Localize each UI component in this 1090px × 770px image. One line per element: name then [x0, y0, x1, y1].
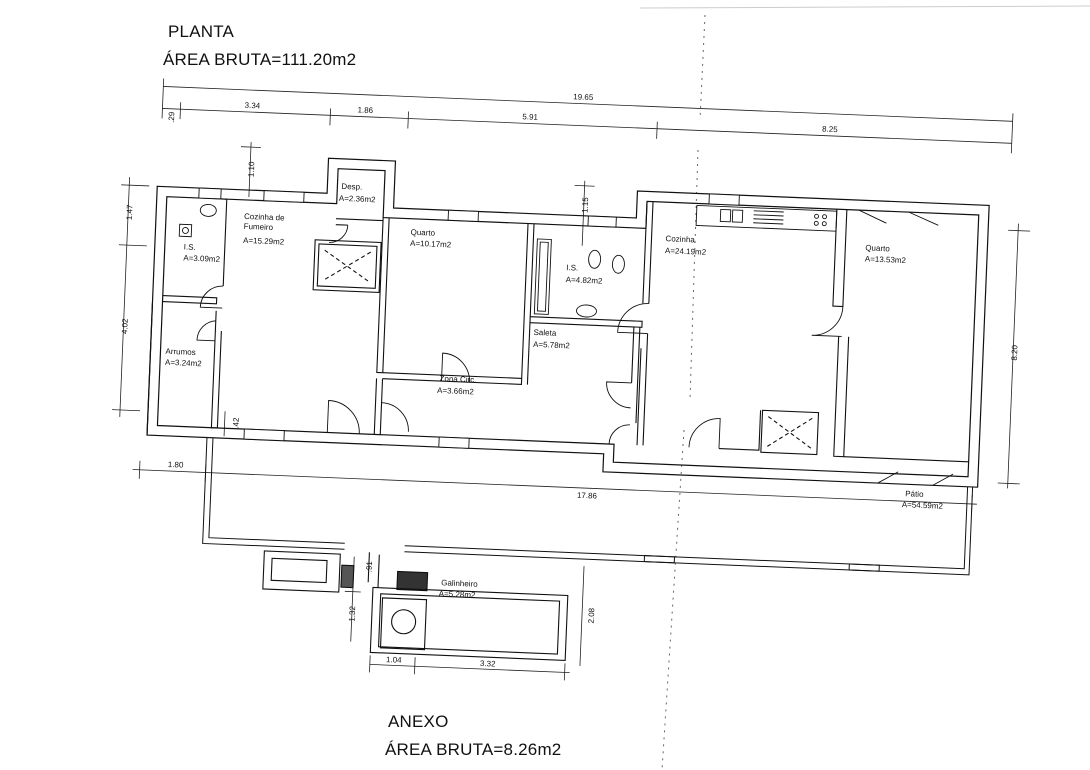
- room-saleta-area: A=5.78m2: [533, 340, 571, 351]
- room-is-left-name: I.S.: [184, 242, 196, 251]
- room-galinheiro-name: Galinheiro: [441, 578, 478, 589]
- dim-180: 1.80: [168, 460, 184, 470]
- sanitary-fixtures: [178, 203, 625, 318]
- annex-drawing: [262, 550, 569, 661]
- interior-walls: [162, 198, 969, 463]
- room-cozinha-area: A=24.19m2: [665, 246, 707, 257]
- room-desp-name: Desp.: [341, 182, 362, 192]
- room-is-mid-name: I.S.: [566, 263, 578, 272]
- plan-title: PLANTA: [168, 22, 235, 41]
- dim-147: 1.47: [125, 204, 135, 220]
- dim-104: 1.04: [386, 655, 402, 665]
- dim-29: .29: [167, 111, 176, 123]
- plan-gross-area: ÁREA BRUTA=111.20m2: [163, 50, 357, 69]
- room-cozinha-fumeiro-area: A=15.29m2: [243, 236, 285, 247]
- room-patio-area: A=54.59m2: [902, 500, 944, 511]
- annex-title: ANEXO: [388, 712, 449, 731]
- dim-110: 1.10: [247, 161, 257, 177]
- room-cozinha-fumeiro-name1: Cozinha de: [244, 212, 285, 223]
- dim-186: 1.86: [357, 105, 373, 115]
- room-patio-name: Pátio: [905, 489, 924, 499]
- room-is-left-area: A=3.09m2: [183, 253, 221, 264]
- dim-1786: 17.86: [577, 491, 598, 501]
- dimension-lines: [112, 78, 1031, 681]
- dim-208: 2.08: [587, 607, 597, 623]
- room-saleta-name: Saleta: [533, 328, 557, 338]
- dim-115: 1.15: [581, 197, 591, 213]
- room-arrumos-area: A=3.24m2: [165, 358, 203, 369]
- dim-overall: 19.65: [573, 92, 594, 102]
- doors: [196, 209, 954, 486]
- dim-825: 8.25: [822, 125, 838, 135]
- dim-820: 8.20: [1010, 344, 1020, 360]
- dim-42: .42: [231, 417, 240, 429]
- fold-line: [661, 14, 706, 770]
- dim-591: 5.91: [522, 112, 538, 122]
- room-galinheiro-area: A=5.28m2: [439, 589, 477, 600]
- dim-91: .91: [365, 560, 374, 572]
- room-arrumos-name: Arrumos: [165, 347, 196, 357]
- kitchen-counter: [695, 204, 838, 232]
- room-zona-circ-area: A=3.66m2: [437, 386, 475, 397]
- room-quarto1-area: A=10.17m2: [410, 239, 452, 250]
- windows: [198, 187, 740, 449]
- patio-outline: [202, 437, 974, 576]
- dim-132: 1.32: [348, 605, 358, 621]
- room-quarto2-name: Quarto: [865, 243, 890, 253]
- annex-gross-area: ÁREA BRUTA=8.26m2: [385, 740, 562, 759]
- room-is-mid-area: A=4.82m2: [566, 275, 604, 286]
- room-desp-area: A=2.36m2: [339, 194, 377, 205]
- dim-334: 3.34: [244, 101, 260, 111]
- room-quarto1-name: Quarto: [410, 228, 435, 238]
- room-quarto2-area: A=13.53m2: [865, 254, 907, 265]
- dim-332: 3.32: [480, 659, 496, 669]
- dim-402: 4.02: [120, 318, 130, 334]
- room-cozinha-name: Cozinha: [665, 234, 695, 244]
- room-cozinha-fumeiro-name2: Fumeiro: [243, 222, 273, 232]
- room-zona-circ-name: Zona Circ.: [439, 374, 476, 385]
